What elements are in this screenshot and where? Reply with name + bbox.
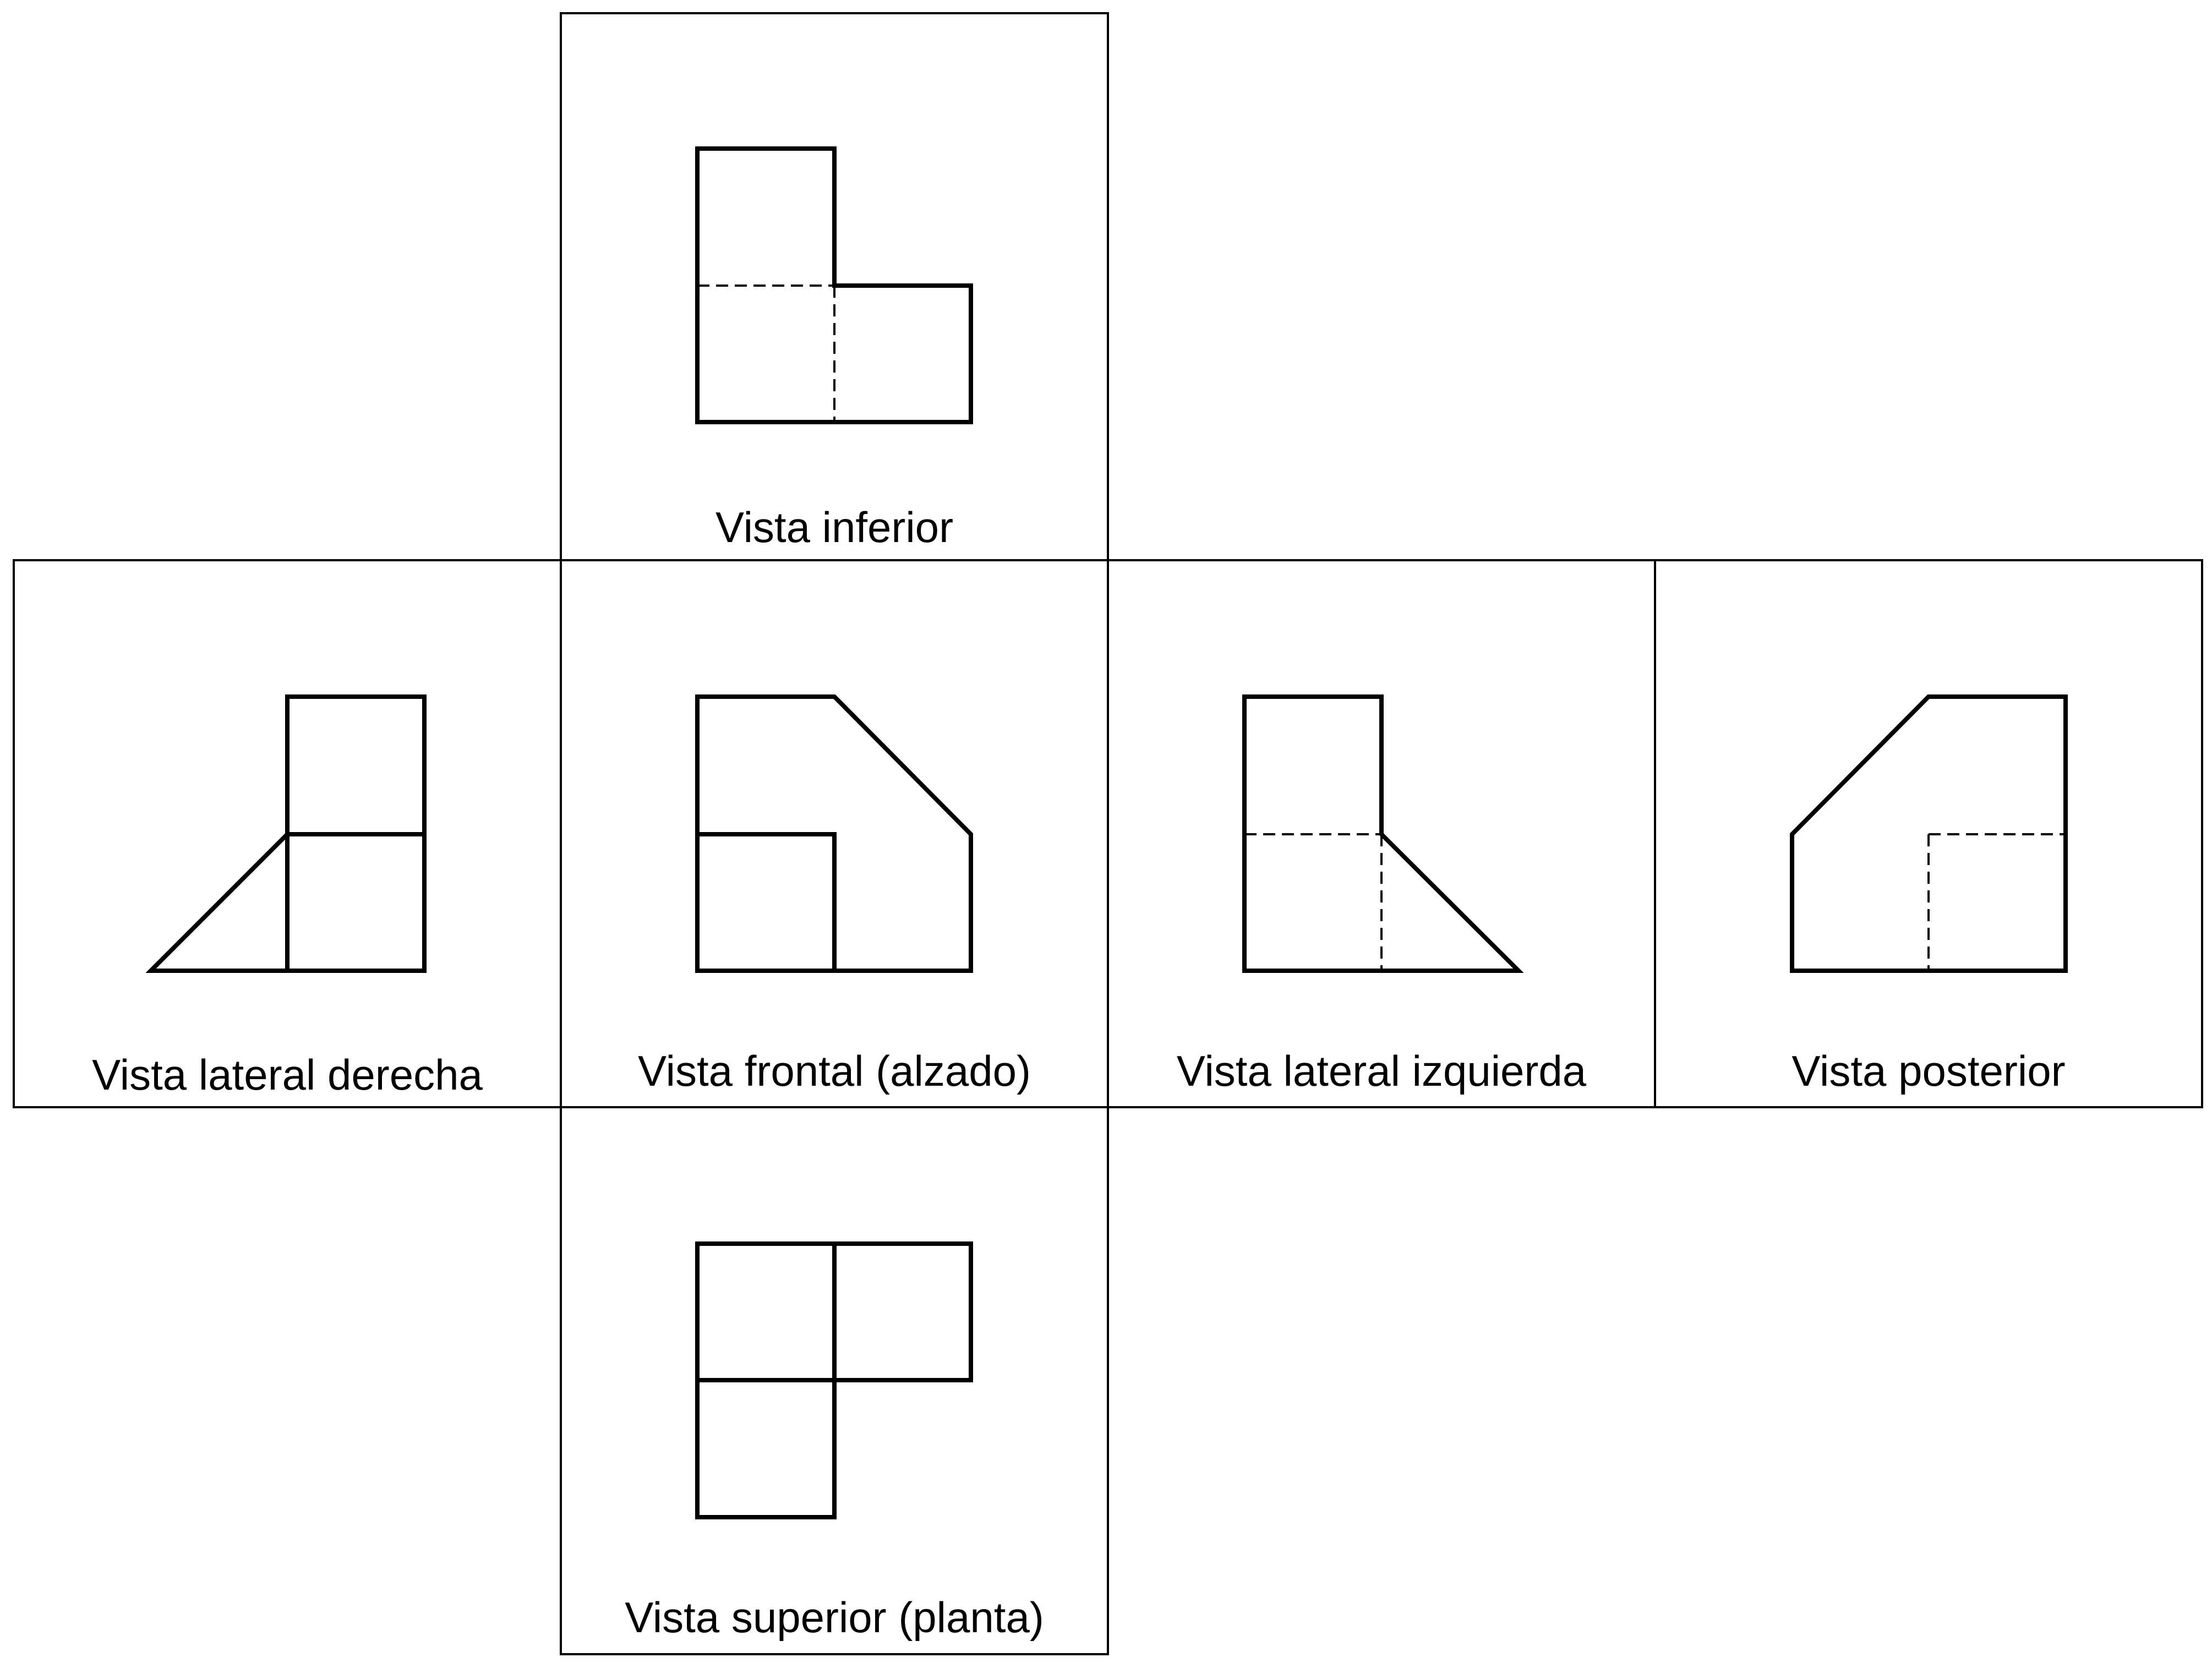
right-side-view-label: Vista lateral derecha bbox=[92, 1051, 483, 1099]
panel-rear-view: Vista posterior bbox=[1654, 559, 2203, 1108]
panel-right-side-view: Vista lateral derecha bbox=[13, 559, 562, 1108]
front-view-outline bbox=[695, 694, 973, 973]
left-side-view-outline bbox=[1242, 694, 1524, 973]
bottom-view-label: Vista inferior bbox=[716, 503, 953, 551]
left-side-view-label: Vista lateral izquierda bbox=[1177, 1047, 1587, 1095]
panel-front-view: Vista frontal (alzado) bbox=[560, 559, 1109, 1108]
bottom-view-outline bbox=[695, 146, 973, 424]
front-view-inner-edge bbox=[695, 832, 837, 973]
top-view-label: Vista superior (planta) bbox=[625, 1593, 1044, 1642]
panel-top-view: Vista superior (planta) bbox=[560, 1106, 1109, 1655]
front-view-label: Vista frontal (alzado) bbox=[638, 1047, 1031, 1095]
rear-view-label: Vista posterior bbox=[1792, 1047, 2065, 1095]
panel-left-side-view-frame bbox=[1107, 559, 1656, 1108]
panel-left-side-view: Vista lateral izquierda bbox=[1107, 559, 1656, 1108]
panel-bottom-view: Vista inferior bbox=[560, 12, 1109, 561]
